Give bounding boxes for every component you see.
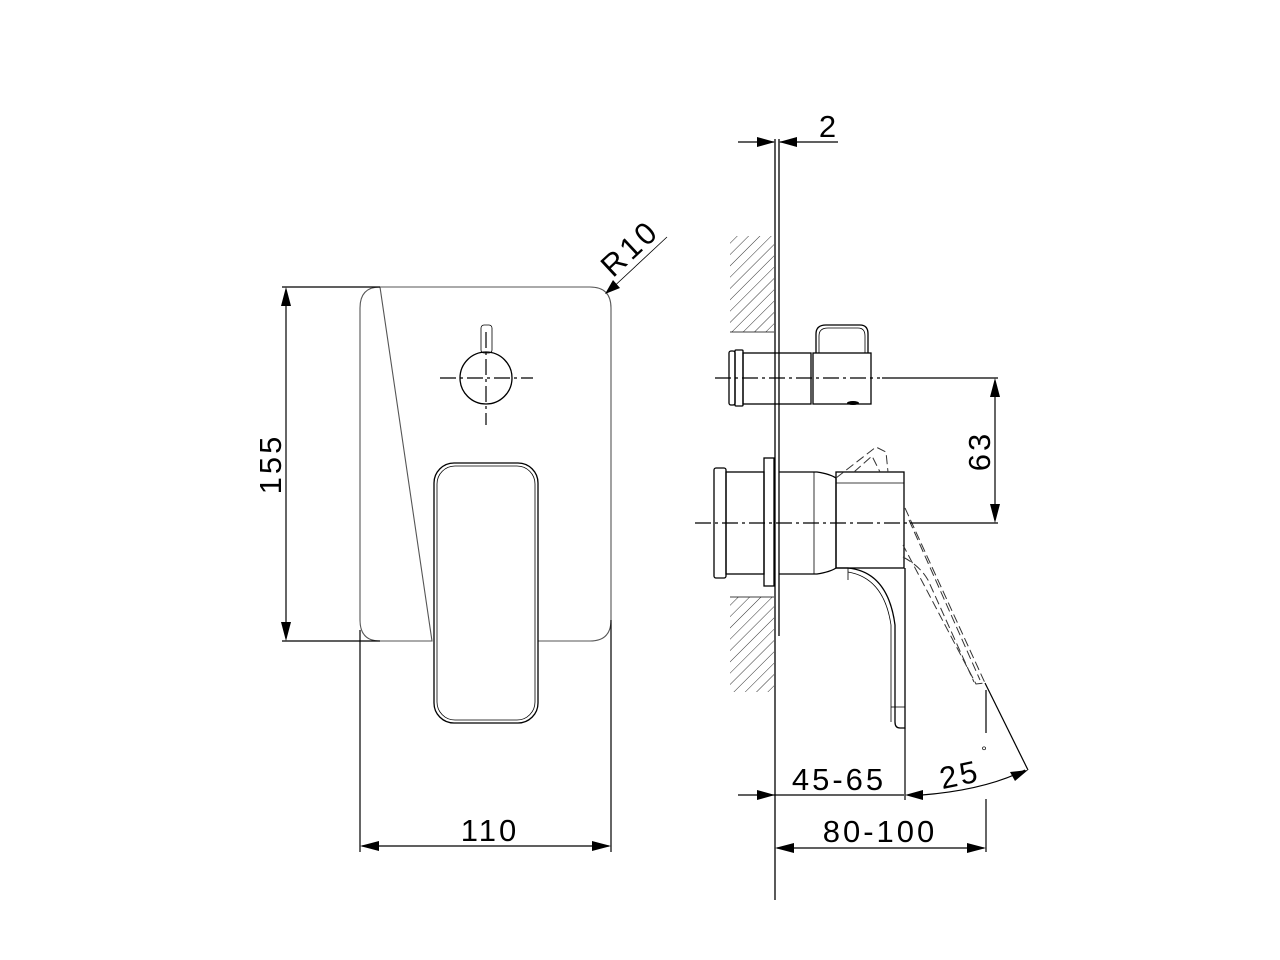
dimension-height: 155 — [253, 286, 380, 642]
front-view: 155 110 R10 — [253, 213, 668, 852]
side-view: 2 63 45-65 25 ° — [695, 109, 1029, 900]
dimension-radius: R10 — [594, 213, 668, 294]
dimension-width: 110 — [359, 620, 612, 852]
dimension-lever-angle: 25 ° — [921, 682, 1029, 852]
dimension-wall-depth-label: 45-65 — [792, 762, 886, 797]
degree-symbol: ° — [981, 743, 987, 759]
dimension-total-depth: 80-100 — [775, 814, 986, 853]
dimension-wall-depth: 45-65 — [738, 728, 923, 800]
lever-handle-side — [836, 567, 906, 729]
dimension-height-label: 155 — [253, 434, 288, 495]
dimension-plate-thickness: 2 — [738, 109, 839, 147]
diverter-knob — [440, 324, 533, 425]
cover-plate-outline — [359, 286, 612, 642]
diverter-body-side — [728, 324, 872, 407]
dimension-diverter-offset-label: 63 — [962, 431, 997, 471]
wall-section-lower — [730, 597, 774, 692]
dimension-radius-label: R10 — [594, 213, 666, 284]
dimension-plate-thickness-label: 2 — [819, 109, 839, 144]
lever-handle-front — [433, 462, 539, 724]
cover-plate-side — [774, 139, 780, 900]
dimension-width-label: 110 — [461, 813, 519, 848]
dimension-diverter-offset: 63 — [962, 378, 1000, 523]
mixer-body-side — [713, 457, 905, 587]
wall-section-upper — [730, 236, 774, 332]
lever-rotated-ghost — [835, 446, 986, 685]
dimension-total-depth-label: 80-100 — [823, 814, 938, 849]
dimension-lever-angle-label: 25 — [936, 753, 983, 796]
